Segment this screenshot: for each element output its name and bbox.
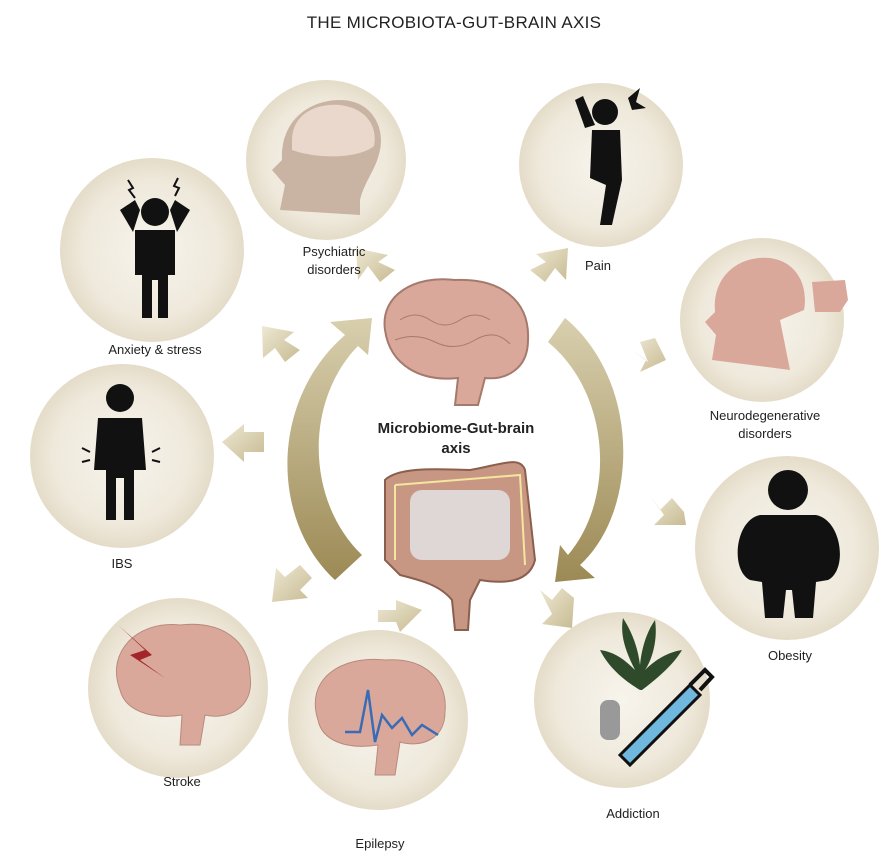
central-brain-illustration bbox=[383, 278, 530, 406]
psychiatric-label-line1: Psychiatric bbox=[303, 244, 366, 259]
center-label-line1: Microbiome-Gut-brain bbox=[378, 420, 535, 437]
center-label-line2: axis bbox=[441, 440, 470, 457]
node-labels: Psychiatric disorders Pain Anxiety & str… bbox=[108, 244, 820, 851]
obesity-label: Obesity bbox=[768, 648, 813, 663]
neuro-label-line2: disorders bbox=[738, 426, 792, 441]
arrow-to-epilepsy bbox=[378, 600, 422, 632]
epilepsy-label: Epilepsy bbox=[355, 836, 405, 851]
arrow-to-psychiatric bbox=[356, 248, 395, 282]
arrow-to-obesity bbox=[650, 495, 686, 525]
person-stress-icon bbox=[120, 177, 190, 318]
addiction-label: Addiction bbox=[606, 806, 659, 821]
head-brain-icon bbox=[272, 100, 381, 215]
arrow-to-anxiety bbox=[262, 326, 300, 362]
diagram-title: THE MICROBIOTA-GUT-BRAIN AXIS bbox=[307, 13, 602, 32]
stroke-label: Stroke bbox=[163, 774, 201, 789]
arrow-to-addiction bbox=[540, 588, 574, 628]
head-puzzle-icon bbox=[705, 257, 848, 370]
drugs-syringe-icon bbox=[600, 618, 715, 768]
person-pain-icon bbox=[575, 88, 646, 225]
arrow-to-pain bbox=[530, 248, 568, 282]
small-outward-arrows bbox=[222, 248, 686, 632]
psychiatric-label-line2: disorders bbox=[307, 262, 361, 277]
arrow-to-ibs bbox=[222, 424, 264, 462]
arrow-to-neuro bbox=[632, 338, 666, 372]
arrow-to-stroke bbox=[272, 565, 312, 602]
pain-label: Pain bbox=[585, 258, 611, 273]
neuro-label-line1: Neurodegenerative bbox=[710, 408, 821, 423]
person-stomach-ache-icon bbox=[81, 384, 161, 520]
downward-curved-arrow bbox=[548, 318, 624, 582]
obese-person-icon bbox=[737, 470, 840, 618]
brain-eeg-icon bbox=[314, 658, 446, 776]
central-gut-illustration bbox=[384, 461, 537, 631]
anxiety-label: Anxiety & stress bbox=[108, 342, 202, 357]
brain-lightning-icon bbox=[115, 623, 251, 746]
ibs-label: IBS bbox=[112, 556, 133, 571]
upward-curved-arrow bbox=[287, 318, 372, 580]
